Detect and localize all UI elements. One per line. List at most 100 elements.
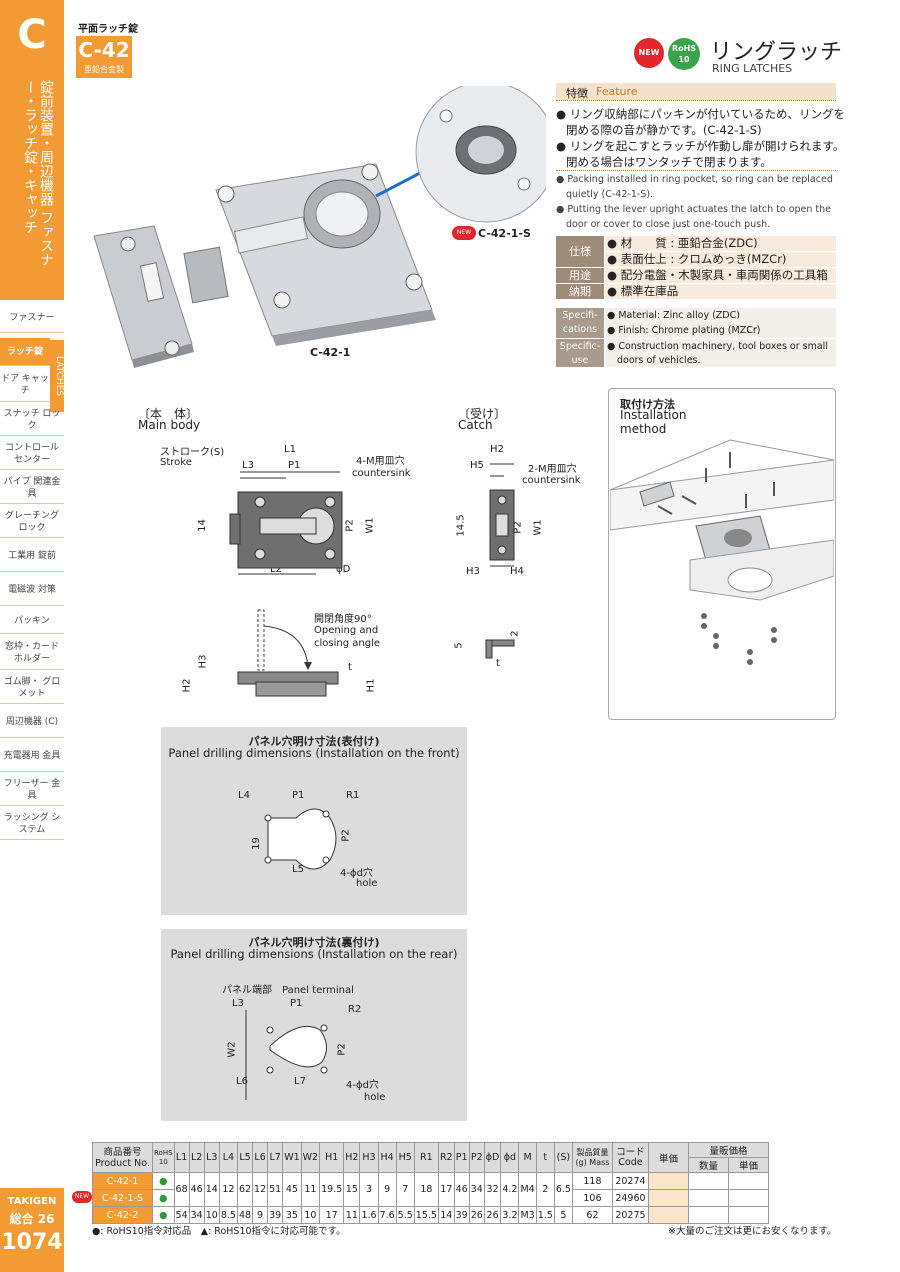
cell: 12 [218,1172,238,1207]
th-L4: L4 [218,1142,238,1173]
cell: 19.5 [319,1172,345,1207]
feature-jp-4: 閉める場合はワンタッチで閉まります。 [566,155,772,169]
catalog-footer-tab [0,1188,64,1272]
new-badge: NEW [634,38,664,68]
sidebar-item-charger[interactable]: 充電器用 金具 [0,740,64,772]
bulk-qty-cell[interactable] [687,1189,729,1207]
cell: 46 [188,1172,205,1207]
table-row: C-42-1-S ● 106 24960 [92,1189,769,1207]
panel-front-L4: L4 [238,790,250,801]
bulk-qty-cell[interactable] [687,1206,729,1224]
sidebar-item-door-catch[interactable]: ドア キャッチ [0,368,50,402]
dim-phiD: ϕD [336,564,351,575]
spec-delivery: ● 標準在庫品 [605,284,836,299]
main-body-label-jp: 〔本 体〕 [138,407,199,421]
sidebar-item-grating-lock[interactable]: グレーチング ロック [0,506,64,538]
th-mass: 製品質量(g) Mass [571,1142,613,1173]
cell: 26 [483,1206,502,1224]
catch-side-dim-2: 2 [509,630,521,637]
product-c-42-1-s[interactable]: C-42-1-S [92,1189,153,1207]
unit-price-cell[interactable] [647,1189,689,1207]
bulk-unit-cell[interactable] [727,1206,769,1224]
cell: 32 [483,1172,502,1207]
th-phid: ϕd [500,1142,520,1173]
sidebar-item-control-center[interactable]: コントロール センター [0,438,64,470]
spec-use: ● 配分電盤・木製家具・車両関係の工具箱 [605,268,836,283]
bulk-unit-cell[interactable] [727,1172,769,1190]
panel-front-title-jp: パネル穴明け寸法(表付け) [248,735,380,748]
sidebar-item-peripheral[interactable]: 周辺機器 (C) [0,706,64,738]
cell: 12 [252,1172,269,1207]
rohs-badge-text: RoHS [671,44,697,53]
sidebar-item-card-holder[interactable]: 窓枠・カード ホルダー [0,636,64,670]
catch-dim-H5: H5 [470,460,484,471]
cell: 10 [300,1206,321,1224]
latches-label: LATCHES [50,340,64,412]
install-illustration [610,439,834,665]
cell: 7 [395,1172,415,1207]
bulk-qty-cell[interactable] [687,1172,729,1190]
catch-dim-P2: P2 [512,521,524,534]
cell: 39 [267,1206,284,1224]
sidebar-item-rubber-feet[interactable]: ゴム脚・ グロメット [0,672,64,704]
th-bulk-unit: 単価 [727,1157,769,1173]
th-W1: W1 [282,1142,302,1173]
sidebar-item-fastener[interactable]: ファスナー [0,303,64,333]
cell: 7.6 [377,1206,397,1224]
th-H5: H5 [395,1142,415,1173]
catch-dim-H3: H3 [466,566,480,577]
unit-price-cell[interactable] [647,1206,689,1224]
cell: M3 [518,1206,537,1224]
table-row: C-42-1 ● 68 46 14 12 62 12 51 45 11 19.5… [92,1172,769,1207]
spec-table: 商品番号 Product No. RoHS 10 L1 L2 L3 L4 L5 … [92,1142,769,1224]
unit-price-cell[interactable] [647,1172,689,1190]
sidebar-item-latch-lock[interactable]: ラッチ錠 [0,338,50,366]
catch-dim-W1: W1 [532,519,544,536]
model-box: C-42 亜鉛合金製 [76,36,132,78]
cell: 11 [343,1206,361,1224]
cell: 54 [173,1206,190,1224]
sidebar-item-industrial-lock[interactable]: 工業用 錠前 [0,540,64,572]
dim-L3: L3 [242,460,254,471]
product-c-42-1[interactable]: C-42-1 [92,1172,153,1190]
install-title-en-1: Installation [620,408,687,422]
cell: M4 [518,1172,537,1207]
bulk-unit-cell[interactable] [727,1189,769,1207]
stroke-label-jp: ストローク(S) [160,447,225,458]
spec-en-label: Specifi- cations [556,308,604,338]
cell: 3.2 [500,1206,520,1224]
catch-top-view [489,463,515,567]
category-letter: C [17,12,47,58]
sidebar-item-freezer[interactable]: フリーザー 金具 [0,774,64,806]
sidebar-item-emi[interactable]: 電磁波 対策 [0,574,64,606]
th-H1: H1 [319,1142,345,1173]
th-S: (S) [553,1142,573,1173]
category-tab[interactable] [0,0,64,300]
dim-W1: W1 [364,517,376,534]
brand-name: TAKIGEN [7,1196,57,1207]
code-cell: 24960 [611,1189,649,1207]
cell: 2 [535,1172,555,1207]
sidebar-item-packing[interactable]: パッキン [0,608,64,634]
cell: 10 [203,1206,220,1224]
th-H4: H4 [377,1142,397,1173]
sidebar-item-snatch-lock[interactable]: スナッチ ロック [0,404,64,436]
cell: 68 [173,1172,190,1207]
panel-rear-hole-jp: 4-ϕd穴 [346,1080,379,1091]
th-bulk-price: 量販価格 [687,1142,769,1158]
panel-rear-title-jp: パネル穴明け寸法(裏付け) [248,936,380,949]
cell: 14 [203,1172,220,1207]
cell: 9 [252,1206,269,1224]
sidebar-item-pipe[interactable]: パイプ 関連金具 [0,472,64,504]
cell: 35 [282,1206,302,1224]
cell: 14 [437,1206,455,1224]
th-unit-price: 単価 [647,1142,689,1173]
side-dim-H3: H3 [197,654,209,669]
sidebar-item-lashing[interactable]: ラッシング システム [0,808,64,840]
product-c-42-2[interactable]: C-42-2 [92,1206,153,1224]
catch-side-view [485,639,515,659]
th-H2: H2 [343,1142,361,1173]
cell: 15 [343,1172,361,1207]
code-cell: 20275 [611,1206,649,1224]
th-M: M [518,1142,537,1173]
